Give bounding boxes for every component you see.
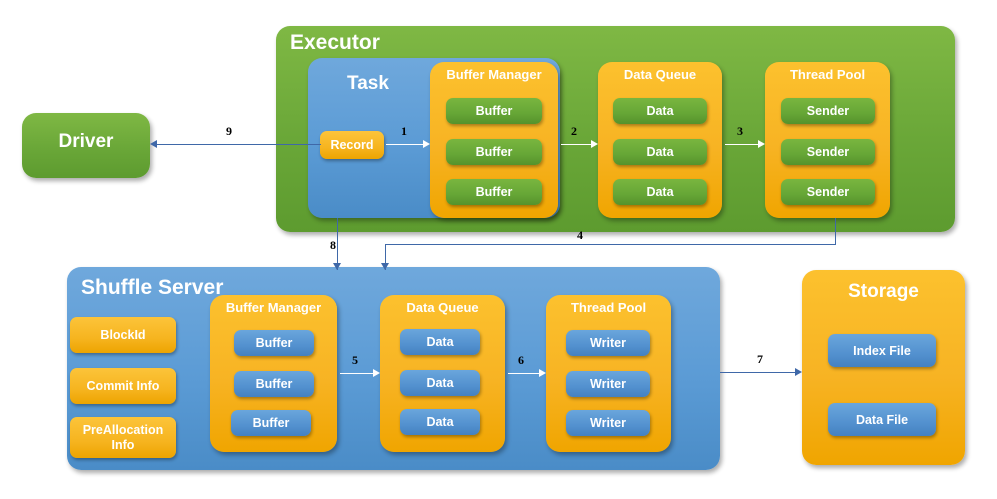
flow-label-5: 5 <box>352 353 358 367</box>
pill-label: Sender <box>806 145 850 159</box>
connector-9-line <box>157 144 321 146</box>
pill-label: Buffer <box>475 104 513 118</box>
pill-server-writer-3[interactable]: Writer <box>566 410 650 436</box>
connector-1-line <box>386 144 424 146</box>
flow-label-3: 3 <box>737 124 743 138</box>
flow-label-9: 9 <box>226 124 232 138</box>
pill-label: Writer <box>590 377 626 391</box>
connector-4-seg-across <box>385 244 836 246</box>
pill-label: Data <box>426 376 454 390</box>
connector-7-line <box>720 372 796 374</box>
pill-executor-data-2[interactable]: Data <box>613 139 707 165</box>
pill-server-data-2[interactable]: Data <box>400 370 480 396</box>
pill-executor-buffer-3[interactable]: Buffer <box>446 179 542 205</box>
pill-label: Data <box>426 335 454 349</box>
pill-label: Writer <box>590 416 626 430</box>
pill-index-file[interactable]: Index File <box>828 334 936 367</box>
pill-label: Data <box>646 104 674 118</box>
pill-label: Buffer <box>255 336 293 350</box>
connector-3-line <box>725 144 759 146</box>
pill-label: BlockId <box>100 328 146 342</box>
pill-executor-sender-2[interactable]: Sender <box>781 139 875 165</box>
pill-label: Writer <box>590 336 626 350</box>
connector-4-arrowhead <box>381 263 389 270</box>
pill-server-data-1[interactable]: Data <box>400 329 480 355</box>
pill-server-buffer-1[interactable]: Buffer <box>234 330 314 356</box>
flow-label-1: 1 <box>401 124 407 138</box>
pill-label: Buffer <box>475 145 513 159</box>
group-executor-data-queue-label: Data Queue <box>623 67 697 82</box>
pill-label: Buffer <box>475 185 513 199</box>
node-executor-label: Executor <box>290 31 380 54</box>
pill-label: Index File <box>853 343 911 358</box>
connector-2-line <box>561 144 592 146</box>
connector-5-arrowhead <box>373 368 380 377</box>
connector-7-arrowhead <box>795 367 802 376</box>
pill-executor-buffer-1[interactable]: Buffer <box>446 98 542 124</box>
connector-8-arrowhead <box>333 263 341 270</box>
flow-label-4: 4 <box>577 228 583 242</box>
connector-3-arrowhead <box>758 139 765 148</box>
group-server-data-queue-label: Data Queue <box>406 300 479 315</box>
group-server-thread-pool-label: Thread Pool <box>570 300 647 315</box>
flow-label-6: 6 <box>518 353 524 367</box>
pill-server-writer-2[interactable]: Writer <box>566 371 650 397</box>
node-driver-label: Driver <box>58 131 114 152</box>
group-executor-thread-pool-label: Thread Pool <box>789 67 866 82</box>
flow-label-7: 7 <box>757 352 763 366</box>
pill-preallocation-info[interactable]: PreAllocation Info <box>70 417 176 458</box>
flow-label-2: 2 <box>571 124 577 138</box>
pill-label: Sender <box>806 104 850 118</box>
pill-label: Data <box>646 145 674 159</box>
node-storage-label: Storage <box>848 281 919 302</box>
pill-executor-data-3[interactable]: Data <box>613 179 707 205</box>
pill-label: Commit Info <box>86 379 160 393</box>
connector-6-line <box>508 373 540 375</box>
group-executor-buffer-manager-label: Buffer Manager <box>446 67 542 82</box>
pill-commit-info[interactable]: Commit Info <box>70 368 176 404</box>
pill-executor-sender-1[interactable]: Sender <box>781 98 875 124</box>
node-shuffle-server-label: Shuffle Server <box>81 276 224 299</box>
pill-label: Buffer <box>252 416 290 430</box>
flow-label-8: 8 <box>330 238 336 252</box>
connector-5-line <box>340 373 374 375</box>
pill-label: Sender <box>806 185 850 199</box>
pill-label: Data <box>646 185 674 199</box>
pill-executor-data-1[interactable]: Data <box>613 98 707 124</box>
pill-data-file[interactable]: Data File <box>828 403 936 436</box>
connector-4-seg-down <box>835 218 837 245</box>
pill-record-label: Record <box>330 138 374 152</box>
pill-executor-buffer-2[interactable]: Buffer <box>446 139 542 165</box>
connector-2-arrowhead <box>591 139 598 148</box>
pill-label: Data <box>426 415 454 429</box>
pill-label: PreAllocation Info <box>82 423 164 452</box>
pill-record[interactable]: Record <box>320 131 384 159</box>
pill-server-writer-1[interactable]: Writer <box>566 330 650 356</box>
connector-8-line <box>337 218 339 270</box>
group-server-buffer-manager-label: Buffer Manager <box>225 300 322 315</box>
node-driver[interactable]: Driver <box>22 113 150 178</box>
connector-4-seg-into <box>385 244 387 270</box>
pill-label: Data File <box>855 412 909 427</box>
connector-9-arrowhead <box>150 139 157 148</box>
node-task-label: Task <box>347 73 389 94</box>
pill-server-buffer-3[interactable]: Buffer <box>231 410 311 436</box>
connector-6-arrowhead <box>539 368 546 377</box>
pill-label: Buffer <box>255 377 293 391</box>
pill-blockid[interactable]: BlockId <box>70 317 176 353</box>
pill-server-buffer-2[interactable]: Buffer <box>234 371 314 397</box>
pill-executor-sender-3[interactable]: Sender <box>781 179 875 205</box>
connector-1-arrowhead <box>423 139 430 148</box>
pill-server-data-3[interactable]: Data <box>400 409 480 435</box>
